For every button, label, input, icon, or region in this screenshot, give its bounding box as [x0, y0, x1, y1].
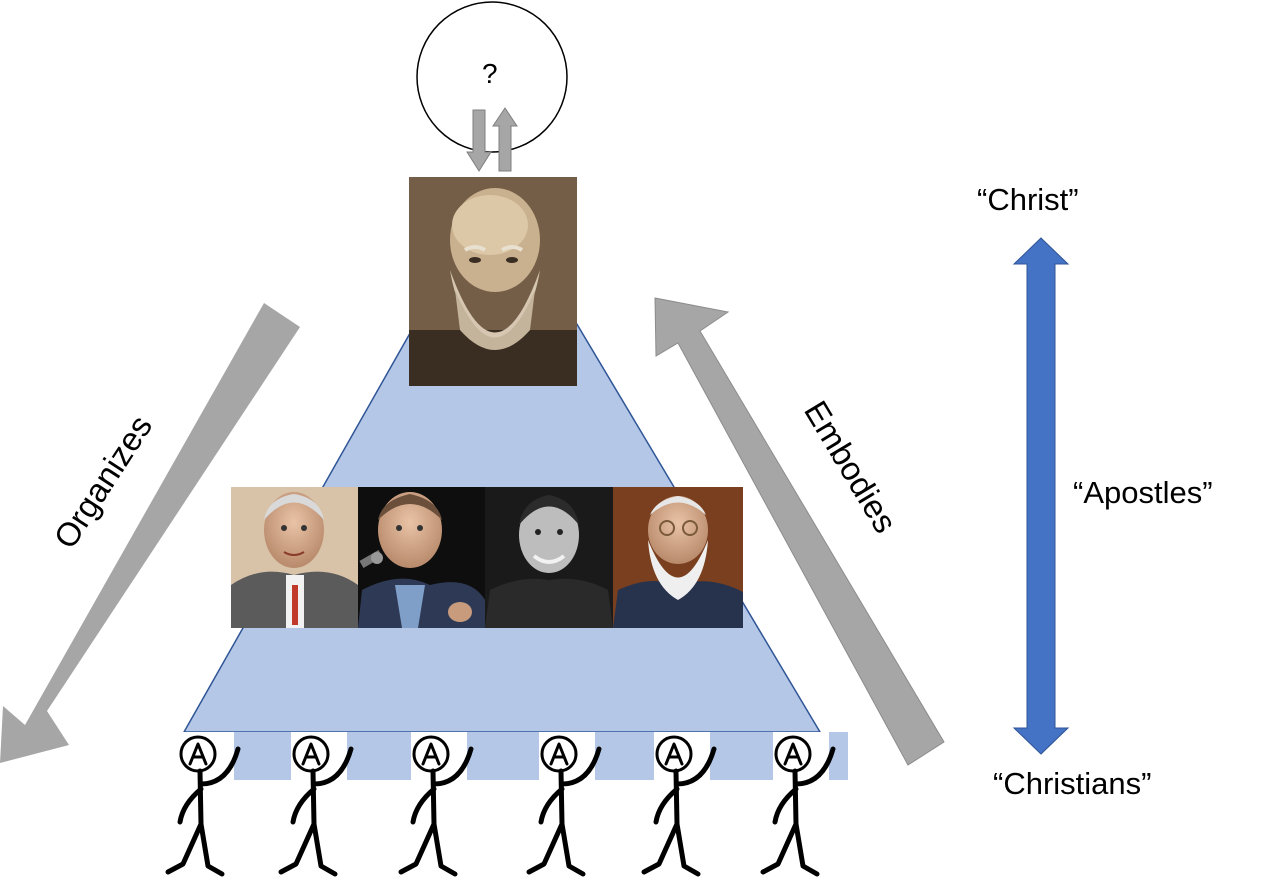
embodies-arrow [654, 297, 945, 766]
middle-portrait-1 [231, 487, 358, 628]
middle-portrait-3 [485, 487, 613, 628]
stick-figure-1 [165, 732, 241, 877]
scale-bottom-label: “Christians” [993, 766, 1152, 801]
scale-double-arrow [1012, 237, 1070, 755]
stick-figure-4 [526, 732, 602, 877]
stick-figure-6 [760, 732, 836, 877]
stick-figure-5 [641, 732, 717, 877]
stick-figures [165, 732, 836, 877]
scale-top-label: “Christ” [977, 182, 1079, 217]
top-circle [416, 1, 568, 153]
stick-figure-2 [278, 732, 354, 877]
stick-figure-3 [398, 732, 474, 877]
up-arrow-icon [492, 107, 518, 172]
top-circle-symbol: ? [482, 58, 498, 89]
down-arrow-icon [466, 109, 492, 172]
scale-middle-label: “Apostles” [1073, 475, 1213, 510]
pyramid-base-strip [184, 732, 848, 780]
organizes-arrow [0, 303, 300, 763]
middle-portrait-4 [613, 487, 743, 628]
top-portrait [409, 177, 577, 386]
middle-portrait-2 [358, 487, 485, 628]
exchange-arrows [466, 107, 518, 172]
